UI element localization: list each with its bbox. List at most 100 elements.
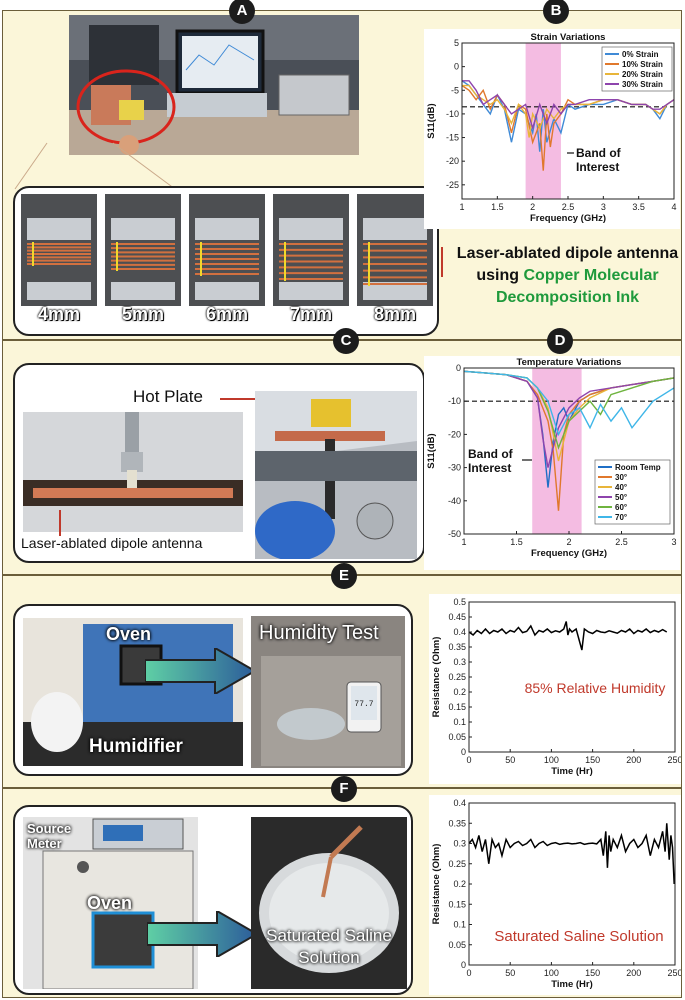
strain-length-label: 4mm [37,304,81,324]
x-axis-label: Frequency (GHz) [530,213,606,224]
caption-pointer [441,247,443,277]
x-tick-label: 50 [505,968,515,978]
x-tick-label: 2.5 [562,202,575,212]
x-axis-label: Frequency (GHz) [531,548,607,559]
x-tick-label: 200 [626,968,641,978]
clamp-bottom [27,282,91,300]
series-line [468,823,675,885]
y-tick-label: 0.1 [453,920,466,930]
plot-frame [468,601,676,753]
y-tick-label: 0.35 [448,642,466,652]
hot-plate-pointer [220,398,260,400]
humidity-inset: Oven Humidifier Humidity Test 77.7 [13,604,413,776]
strain-length-label: 5mm [121,304,165,324]
y-tick-label: -5 [451,85,459,95]
series-line [462,80,675,131]
x-tick-label: 2 [530,202,535,212]
y-tick-label: -10 [448,396,461,406]
antenna-caption: Laser-ablated dipole antenna using Coppe… [455,243,680,309]
antenna-label: Laser-ablated dipole antenna [21,535,203,551]
caption-highlight-1: Copper Molecular [523,267,659,284]
x-tick-label: 100 [544,968,559,978]
antenna-pointer [59,510,61,536]
clamp-bottom [363,282,427,300]
y-tick-label: 0.2 [453,879,466,889]
panel-f: F Source Meter Oven [2,776,683,998]
y-tick-label: 0.25 [448,859,466,869]
x-tick-label: 0 [466,968,471,978]
y-tick-label: -15 [446,133,459,143]
series-line [461,84,675,171]
badge-f: F [331,776,357,802]
x-tick-label: 250 [667,755,681,765]
x-tick-label: 3 [601,202,606,212]
strain-photo [105,194,181,306]
y-tick-label: 5 [454,38,459,48]
y-tick-label: 0.05 [448,940,466,950]
strain-photo [189,194,265,306]
x-tick-label: 1.5 [510,537,523,547]
y-tick-label: 0 [461,747,466,757]
legend-label: Room Temp [615,463,661,472]
y-tick-label: 0 [461,960,466,970]
y-tick-label: 0.25 [448,672,466,682]
y-tick-label: -10 [446,109,459,119]
chart-title: Temperature Variations [517,357,622,368]
badge-e: E [331,563,357,589]
chart-annotation: 85% Relative Humidity [525,680,666,696]
y-tick-label: -30 [448,463,461,473]
band-annotation: Band of [576,146,622,160]
y-tick-label: 0.5 [453,597,466,607]
y-tick-label: 0 [456,363,461,373]
legend-label: 10% Strain [622,60,663,69]
lab-setup-photo [69,15,359,155]
y-axis-label: S11(dB) [426,103,437,138]
clamp-bottom [279,282,343,300]
legend-label: 60° [615,503,627,512]
caption-prefix: using [476,267,524,284]
y-axis-label: S11(dB) [426,433,437,468]
badge-a: A [229,0,255,24]
clamp-top [195,218,259,240]
strain-photo [357,194,433,306]
hot-plate-inset: Hot Plate Laser-ablated dipole antenna [13,363,425,563]
x-tick-label: 0 [466,755,471,765]
x-tick-label: 1.5 [491,202,504,212]
legend-label: 30% Strain [622,80,663,89]
x-axis-label: Time (Hr) [551,766,593,777]
x-tick-label: 4 [671,202,676,212]
source-meter-oven-photo: Source Meter Oven [23,817,198,989]
oven-label-f: Oven [87,893,133,913]
zoom-lines [14,142,176,190]
y-tick-label: -50 [448,529,461,539]
strain-length-label: 7mm [289,304,333,324]
oven-label: Oven [106,624,152,644]
hot-plate-label: Hot Plate [133,387,203,406]
x-tick-label: 50 [505,755,515,765]
caption-line-2: using Copper Molecular [455,265,680,287]
y-tick-label: -20 [446,156,459,166]
y-tick-label: -25 [446,180,459,190]
y-tick-label: 0.4 [453,798,466,808]
badge-b: B [543,0,569,24]
y-tick-label: -20 [448,429,461,439]
humidity-test-label: Humidity Test [259,622,379,644]
series-line [468,621,668,651]
series-line [463,370,675,437]
y-tick-label: 0.3 [453,657,466,667]
hygrometer-readout: 77.7 [354,700,374,709]
panel-e: E Oven Humidifier [2,563,683,788]
series-line [462,84,675,138]
strain-length-label: 8mm [373,304,417,324]
source-meter-label: Source Meter [27,821,72,851]
y-tick-label: 0.05 [448,732,466,742]
badge-c: C [333,328,359,354]
